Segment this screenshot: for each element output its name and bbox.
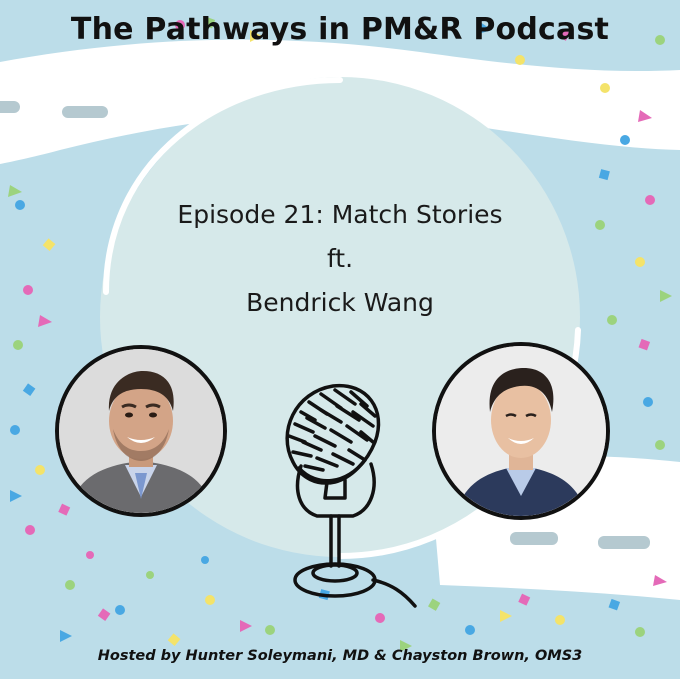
podcast-title: The Pathways in PM&R Podcast xyxy=(70,12,610,47)
guest-photo xyxy=(432,342,610,520)
host-photo xyxy=(55,345,227,517)
microphone-icon xyxy=(285,383,417,608)
hosts-credit: Hosted by Hunter Soleymani, MD & Chaysto… xyxy=(97,648,583,664)
confetti-decoration xyxy=(8,16,672,652)
episode-guest-name: Bendrick Wang xyxy=(246,288,434,317)
episode-featuring: ft. xyxy=(326,244,354,273)
episode-title: Episode 21: Match Stories xyxy=(177,200,503,229)
